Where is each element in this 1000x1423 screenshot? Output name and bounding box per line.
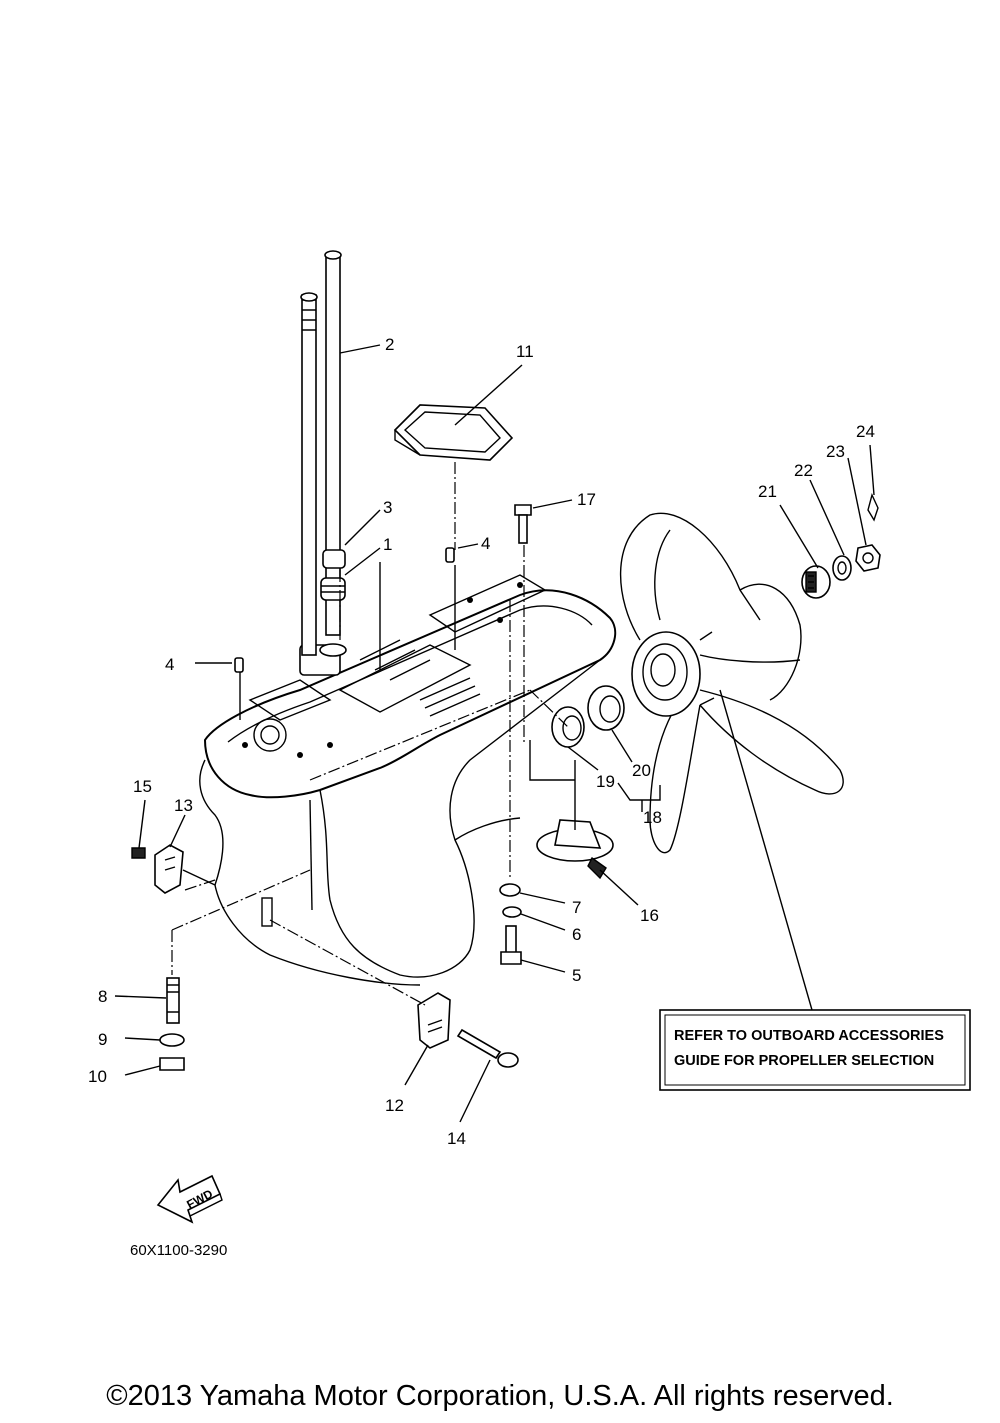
bolt-5-drawing	[500, 925, 522, 965]
callout-4-right: 4	[481, 534, 490, 553]
callout-7: 7	[572, 898, 581, 917]
callout-20: 20	[632, 761, 651, 780]
anode-13-drawing	[154, 844, 184, 894]
callout-4-left: 4	[165, 655, 174, 674]
washer-9	[159, 1033, 185, 1047]
note-line-1: REFER TO OUTBOARD ACCESSORIES	[674, 1028, 944, 1044]
nut-10	[159, 1057, 185, 1071]
bolt-14-drawing	[456, 1028, 519, 1068]
callout-15: 15	[133, 777, 152, 796]
drive-shaft-drawing	[300, 250, 342, 656]
callout-10: 10	[88, 1067, 107, 1086]
callout-5: 5	[572, 966, 581, 985]
seal-20-drawing	[587, 685, 625, 731]
callout-11: 11	[516, 342, 534, 361]
alignment-lines	[171, 462, 569, 1006]
callout-labels: 2 11 3 1 4 17 4 24 23 22 21 20 19 18 15 …	[88, 335, 875, 1148]
stud-8-drawing	[166, 977, 180, 1024]
lower-case-drawing	[199, 574, 617, 986]
dowel-pin-left	[234, 657, 244, 673]
bushings-drawing	[320, 549, 346, 601]
callout-18: 18	[643, 808, 662, 827]
spacer-21-drawing	[801, 565, 831, 599]
callout-1: 1	[383, 535, 392, 554]
seal-19-drawing	[551, 706, 585, 748]
callout-3: 3	[383, 498, 392, 517]
callout-14: 14	[447, 1129, 466, 1148]
leader-lines	[114, 344, 875, 1123]
callout-17: 17	[577, 490, 596, 509]
dowel-pin-right	[445, 547, 455, 563]
copyright-notice: ©2013 Yamaha Motor Corporation, U.S.A. A…	[106, 1380, 894, 1412]
propeller-note-box: REFER TO OUTBOARD ACCESSORIES GUIDE FOR …	[659, 1009, 971, 1091]
washer-7	[499, 883, 521, 897]
nut-23-drawing	[855, 544, 881, 572]
callout-21: 21	[758, 482, 777, 501]
bolt-17-drawing	[514, 504, 532, 544]
callout-19: 19	[596, 772, 615, 791]
trim-tab-drawing	[536, 819, 614, 880]
cotter-pin-24-drawing	[867, 492, 879, 522]
callout-24: 24	[856, 422, 875, 441]
callout-2: 2	[385, 335, 394, 354]
gasket-drawing	[393, 404, 514, 461]
callout-22: 22	[794, 461, 813, 480]
anode-12-drawing	[417, 992, 451, 1049]
note-line-2: GUIDE FOR PROPELLER SELECTION	[674, 1053, 934, 1069]
diagram-code: 60X1100-3290	[130, 1242, 227, 1259]
callout-9: 9	[98, 1030, 107, 1049]
propeller-drawing	[619, 512, 844, 854]
callout-13: 13	[174, 796, 193, 815]
washer-6	[502, 906, 522, 918]
bolt-15	[131, 847, 146, 859]
callout-23: 23	[826, 442, 845, 461]
callout-8: 8	[98, 987, 107, 1006]
callout-16: 16	[640, 906, 659, 925]
callout-6: 6	[572, 925, 581, 944]
fwd-arrow-icon: FWD	[156, 1174, 223, 1224]
washer-22	[832, 555, 852, 581]
callout-12: 12	[385, 1096, 404, 1115]
